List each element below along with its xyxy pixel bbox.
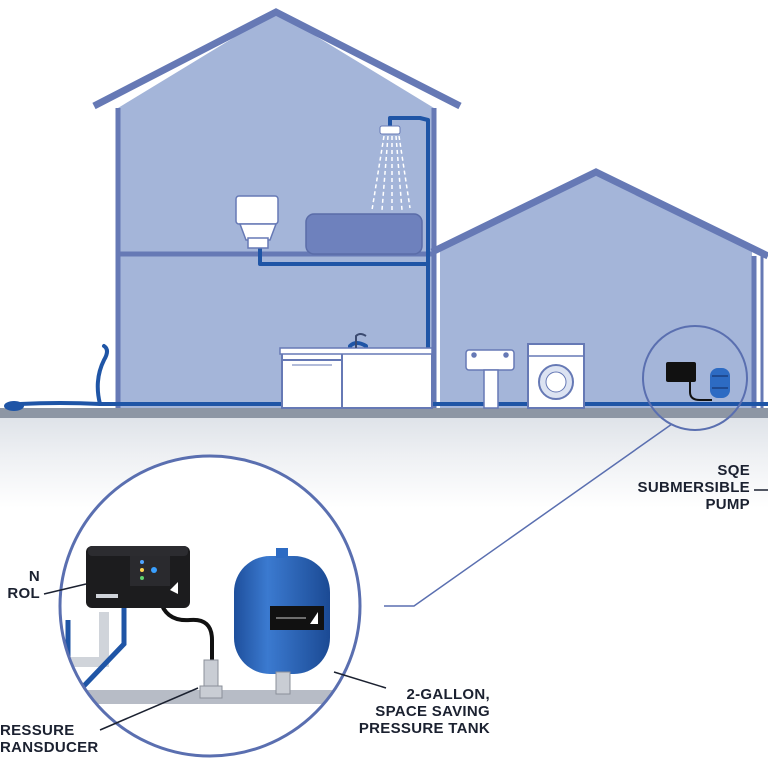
water-pipes bbox=[18, 116, 768, 406]
tank-label-line-1: 2-GALLON, bbox=[406, 686, 490, 703]
pump-label-line-2: SUBMERSIBLE bbox=[637, 479, 750, 496]
control-label-line-1: N bbox=[28, 568, 40, 585]
pump-room-inset bbox=[642, 325, 748, 431]
toilet-icon bbox=[235, 195, 279, 249]
washing-machine-icon bbox=[527, 343, 585, 409]
lawn-sprinkler-icon bbox=[3, 370, 77, 411]
tank-label-line-2: SPACE SAVING bbox=[375, 703, 490, 720]
transducer-label: RESSURE RANSDUCER bbox=[0, 722, 99, 756]
transducer-label-line-1: RESSURE bbox=[0, 722, 75, 739]
bathtub-icon bbox=[305, 213, 423, 255]
pump-label-line-3: PUMP bbox=[705, 496, 750, 513]
zoom-leader-line bbox=[384, 423, 673, 607]
pressure-tank-icon bbox=[234, 548, 330, 695]
tank-label-line-3: PRESSURE TANK bbox=[358, 720, 490, 737]
pressure-transducer-icon bbox=[199, 659, 223, 699]
pump-label-line-1: SQE bbox=[717, 462, 750, 479]
control-label: N ROL bbox=[0, 568, 40, 602]
washbasin-icon bbox=[465, 349, 515, 409]
ground-line bbox=[0, 408, 768, 418]
tank-label: 2-GALLON, SPACE SAVING PRESSURE TANK bbox=[326, 686, 490, 737]
small-house bbox=[430, 168, 768, 410]
control-label-line-2: ROL bbox=[7, 585, 40, 602]
transducer-label-line-2: RANSDUCER bbox=[0, 739, 99, 756]
dishwasher-icon bbox=[281, 349, 343, 409]
pump-label: SQE SUBMERSIBLE PUMP bbox=[600, 462, 750, 513]
kitchen-sink-icon bbox=[279, 333, 433, 409]
controller-icon bbox=[86, 546, 190, 608]
shower-icon bbox=[371, 125, 411, 211]
callout-lines bbox=[43, 489, 768, 731]
